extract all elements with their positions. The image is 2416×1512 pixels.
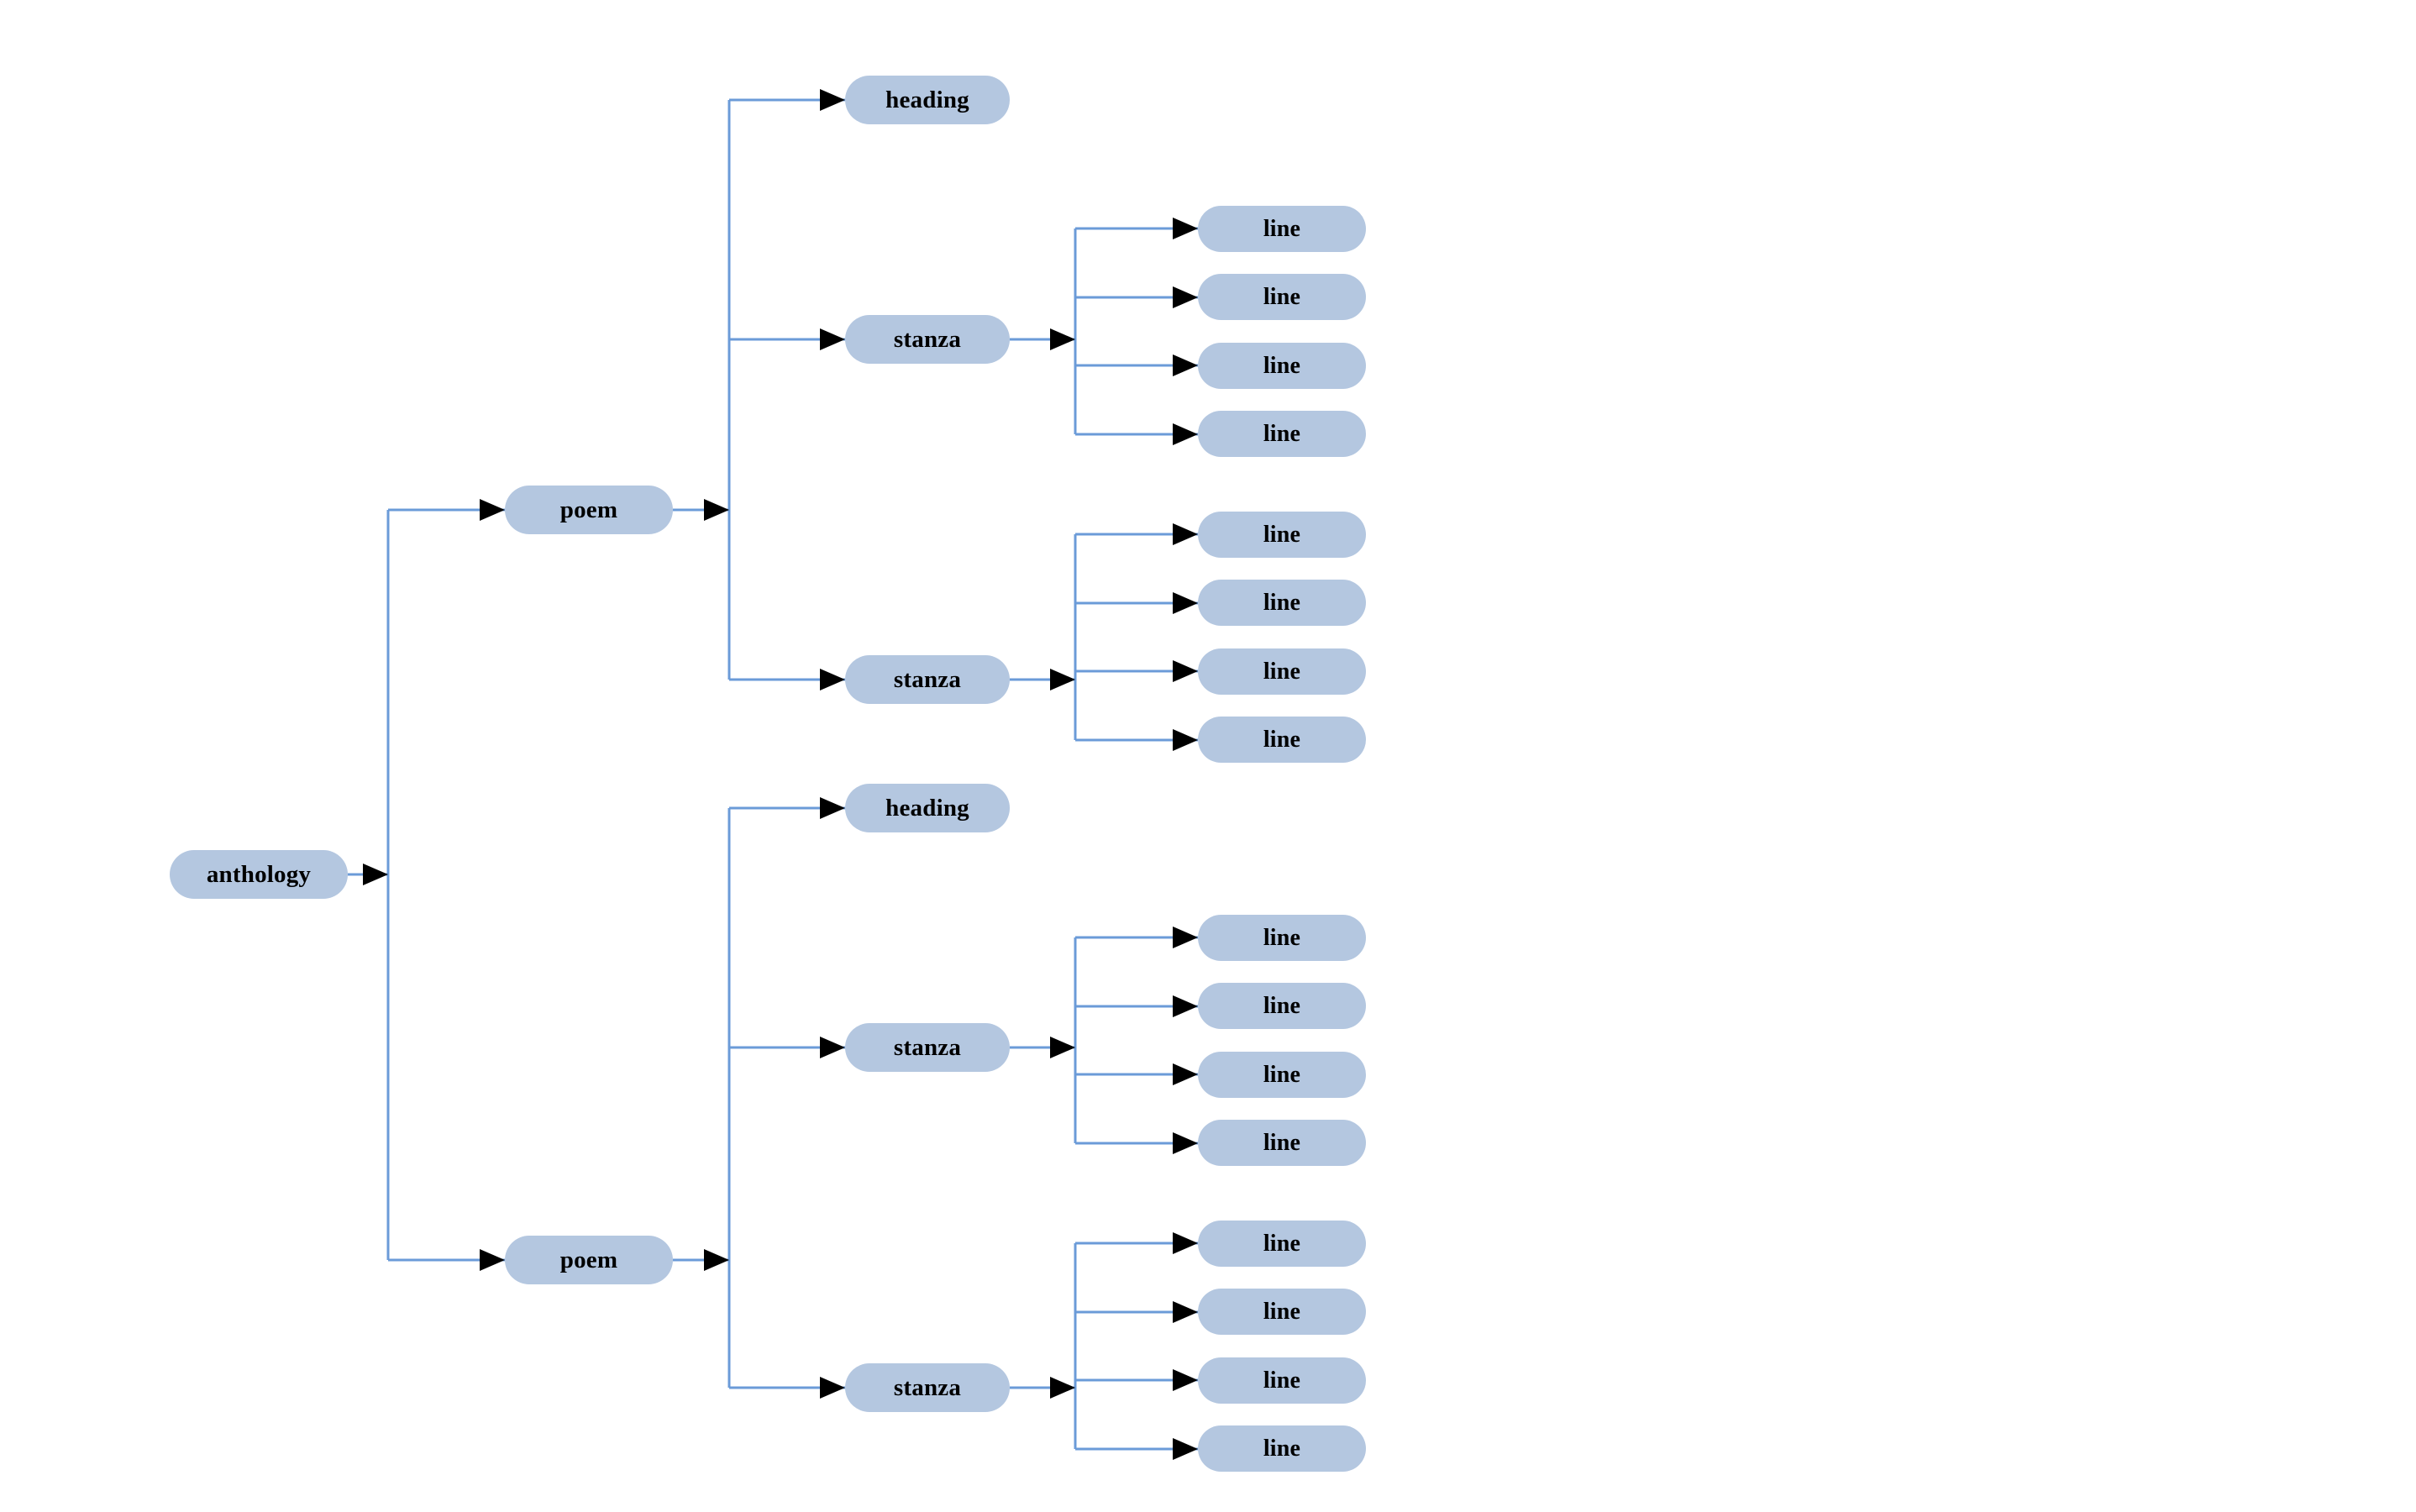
node-poem-2-heading-label: heading <box>885 794 969 822</box>
node-poem-1-stanza-2-line-4[interactable]: line <box>1198 717 1366 763</box>
node-poem-2-stanza-1-line-1[interactable]: line <box>1198 915 1366 961</box>
node-anthology[interactable]: anthology <box>170 850 348 899</box>
node-poem-1-stanza-1-line-4-label: line <box>1263 420 1301 447</box>
node-poem-1-stanza-1-line-3[interactable]: line <box>1198 343 1366 389</box>
node-poem-1-stanza-2-line-3[interactable]: line <box>1198 648 1366 695</box>
node-poem-2-stanza-2-line-2[interactable]: line <box>1198 1289 1366 1335</box>
node-poem-1-stanza-1-line-1[interactable]: line <box>1198 206 1366 252</box>
node-poem-2-stanza-2-line-1-label: line <box>1263 1230 1301 1257</box>
node-poem-2-stanza-2-line-3[interactable]: line <box>1198 1357 1366 1404</box>
node-poem-1-stanza-1-line-2-label: line <box>1263 283 1301 310</box>
node-poem-1-stanza-2[interactable]: stanza <box>845 655 1010 704</box>
node-poem-1-label: poem <box>559 496 618 523</box>
node-poem-2-stanza-2-line-1[interactable]: line <box>1198 1221 1366 1267</box>
node-poem-1-stanza-2-line-2-label: line <box>1263 589 1301 616</box>
node-poem-1[interactable]: poem <box>505 486 673 534</box>
node-poem-2[interactable]: poem <box>505 1236 673 1284</box>
node-poem-1-heading-label: heading <box>885 86 969 113</box>
node-poem-1-heading[interactable]: heading <box>845 76 1010 124</box>
node-poem-1-stanza-1-line-2[interactable]: line <box>1198 274 1366 320</box>
node-poem-1-stanza-2-line-1[interactable]: line <box>1198 512 1366 558</box>
node-anthology-label: anthology <box>206 860 312 888</box>
node-poem-2-stanza-2-line-3-label: line <box>1263 1367 1301 1394</box>
node-poem-2-stanza-1-line-4[interactable]: line <box>1198 1120 1366 1166</box>
node-poem-2-stanza-2-label: stanza <box>893 1373 962 1401</box>
node-poem-1-stanza-2-label: stanza <box>893 665 962 693</box>
node-poem-2-stanza-1-line-3-label: line <box>1263 1061 1301 1088</box>
node-poem-2-label: poem <box>559 1246 618 1273</box>
node-poem-2-heading[interactable]: heading <box>845 784 1010 832</box>
node-poem-2-stanza-2-line-4[interactable]: line <box>1198 1425 1366 1472</box>
node-poem-1-stanza-2-line-4-label: line <box>1263 726 1301 753</box>
node-poem-2-stanza-2-line-4-label: line <box>1263 1435 1301 1462</box>
node-poem-2-stanza-1-label: stanza <box>893 1033 962 1061</box>
node-poem-2-stanza-1[interactable]: stanza <box>845 1023 1010 1072</box>
node-poem-2-stanza-2-line-2-label: line <box>1263 1298 1301 1325</box>
node-poem-1-stanza-1-label: stanza <box>893 325 962 353</box>
node-poem-2-stanza-1-line-4-label: line <box>1263 1129 1301 1156</box>
node-poem-1-stanza-2-line-3-label: line <box>1263 658 1301 685</box>
node-poem-2-stanza-1-line-1-label: line <box>1263 924 1301 951</box>
node-poem-2-stanza-2[interactable]: stanza <box>845 1363 1010 1412</box>
node-poem-1-stanza-2-line-1-label: line <box>1263 521 1301 548</box>
node-poem-1-stanza-2-line-2[interactable]: line <box>1198 580 1366 626</box>
node-poem-2-stanza-1-line-3[interactable]: line <box>1198 1052 1366 1098</box>
node-poem-2-stanza-1-line-2[interactable]: line <box>1198 983 1366 1029</box>
node-poem-1-stanza-1-line-4[interactable]: line <box>1198 411 1366 457</box>
node-poem-2-stanza-1-line-2-label: line <box>1263 992 1301 1019</box>
node-poem-1-stanza-1-line-1-label: line <box>1263 215 1301 242</box>
node-poem-1-stanza-1-line-3-label: line <box>1263 352 1301 379</box>
node-poem-1-stanza-1[interactable]: stanza <box>845 315 1010 364</box>
